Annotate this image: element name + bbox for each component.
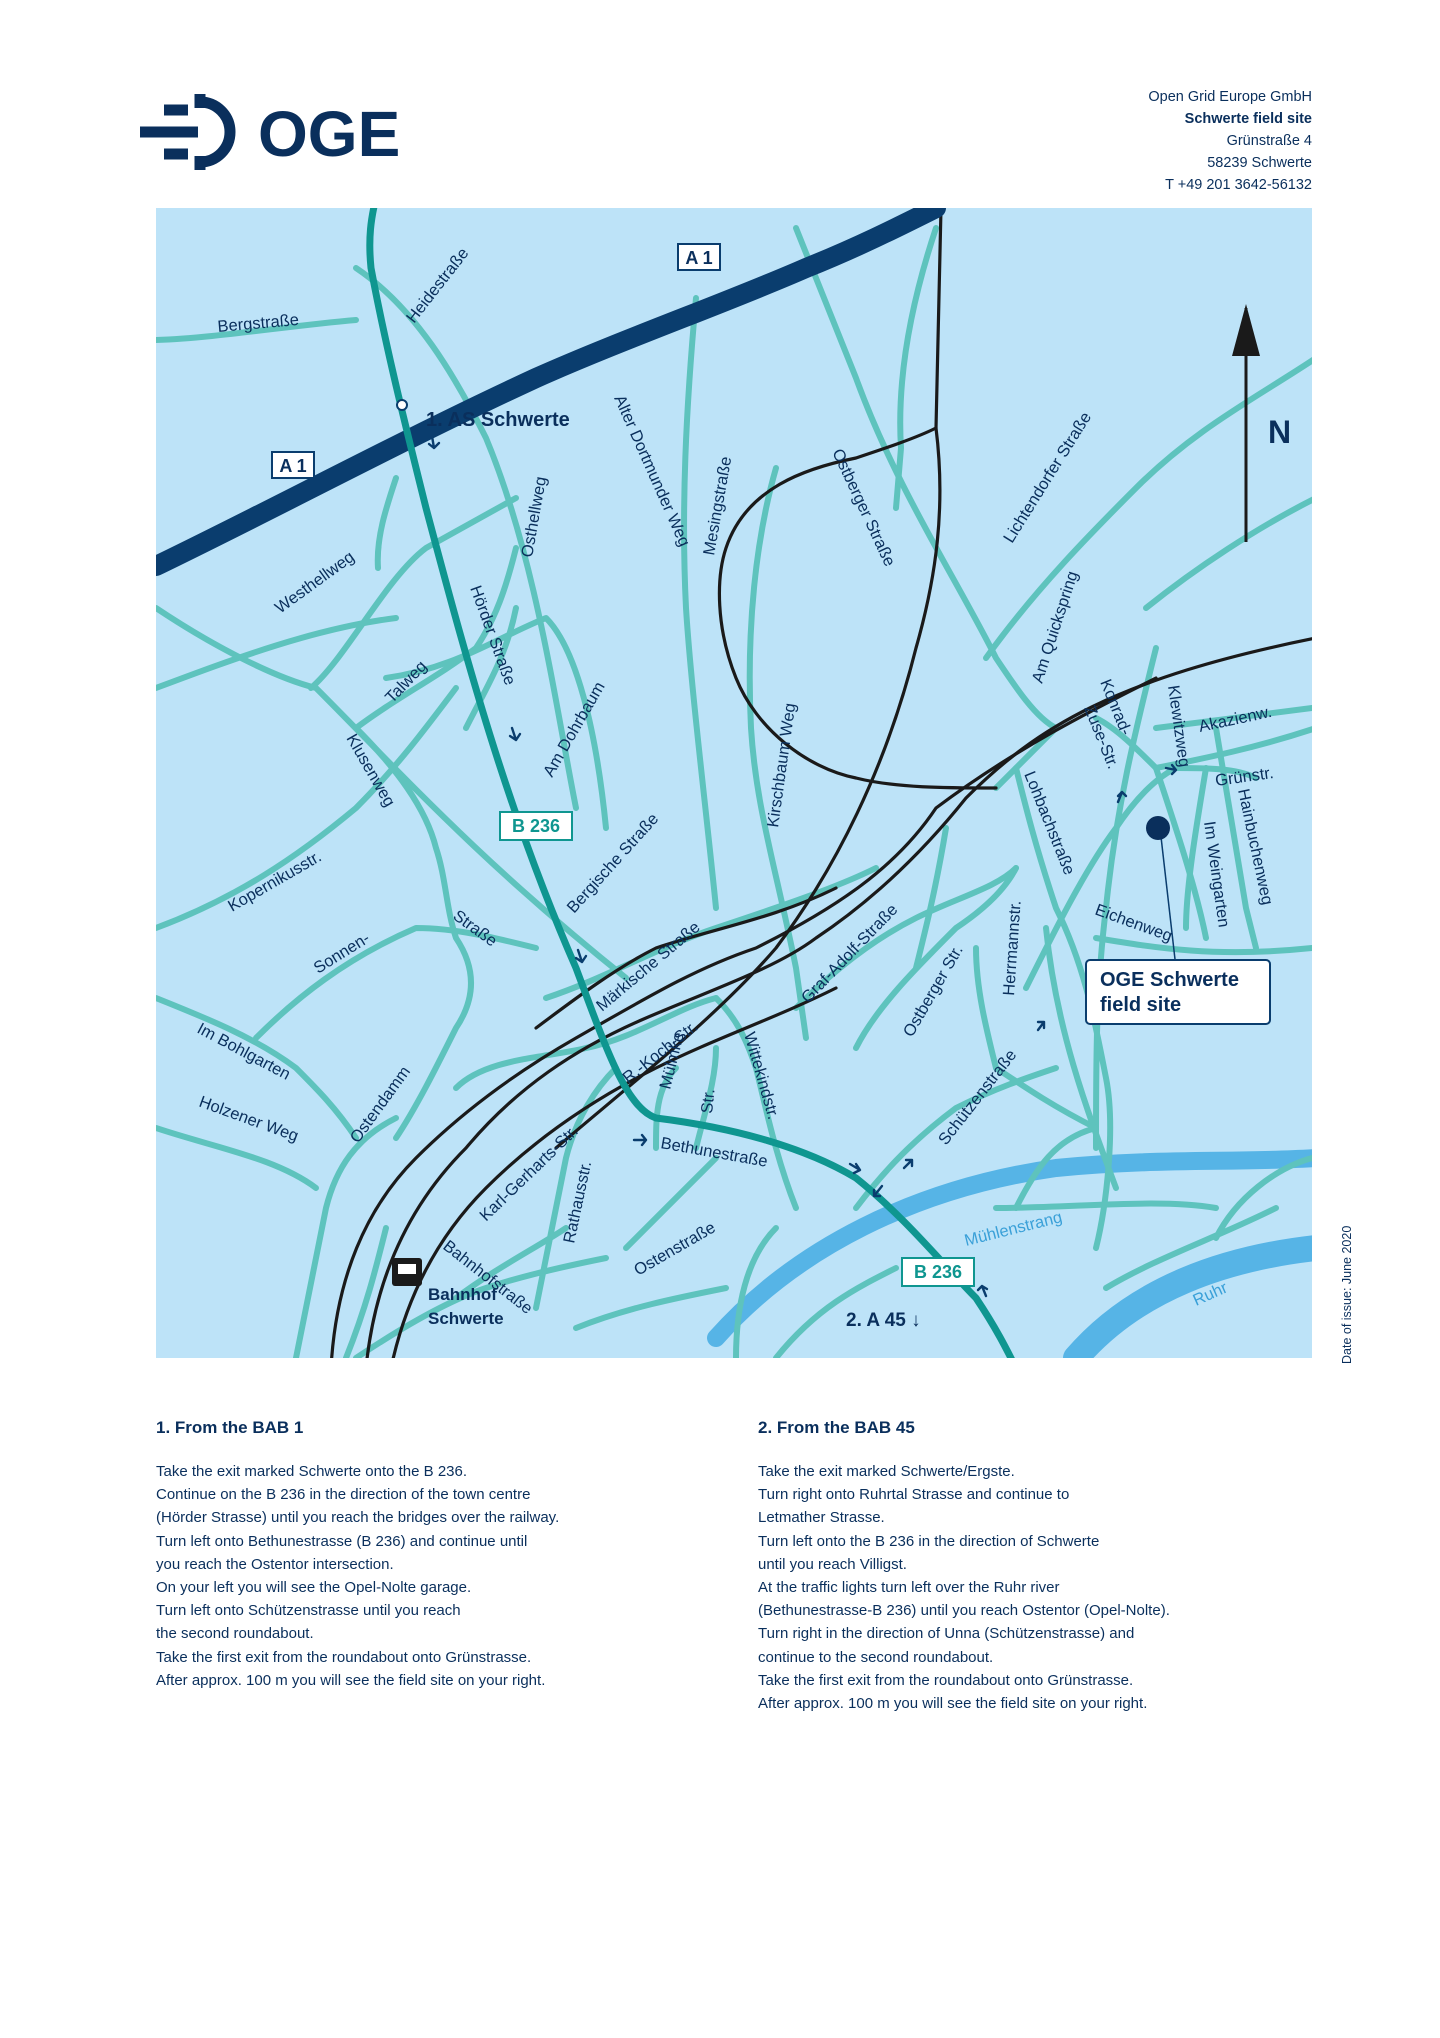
river-ruhr (1063, 1235, 1312, 1358)
arrow-icon (848, 1162, 862, 1175)
svg-text:B 236: B 236 (512, 816, 560, 836)
date-of-issue: Date of issue: June 2020 (1340, 1225, 1354, 1364)
north-arrow-icon (1232, 304, 1260, 542)
section-text: Take the exit marked Schwerte onto the B… (156, 1460, 716, 1692)
map-land (156, 208, 1312, 1358)
direction-line: Take the exit marked Schwerte/Ergste. (758, 1463, 1015, 1480)
direction-line: After approx. 100 m you will see the fie… (758, 1695, 1148, 1713)
route-arrows (427, 434, 1178, 1298)
svg-text:field site: field site (1100, 994, 1181, 1016)
direction-line: continue to the second roundabout. (758, 1648, 994, 1666)
direction-line: the second roundabout. (156, 1625, 314, 1643)
arrow-icon (1164, 763, 1178, 776)
site-name: Schwerte field site (1184, 111, 1312, 127)
direction-line: On your left you will see the Opel-Nolte… (156, 1579, 472, 1597)
company-name: Open Grid Europe GmbH (1148, 89, 1312, 105)
direction-line: Continue on the B 236 in the direction o… (156, 1486, 531, 1504)
train-station-icon (392, 1258, 422, 1286)
river-muehlenstrang (707, 1149, 1312, 1347)
direction-line: Turn right in the direction of Unna (Sch… (758, 1625, 1135, 1643)
svg-text:A 1: A 1 (685, 248, 712, 268)
highway-a1 (156, 208, 946, 576)
direction-line: Letmather Strasse. (758, 1509, 885, 1527)
railways (330, 208, 1312, 1358)
phone-number: T +49 201 3642-56132 (1165, 177, 1312, 193)
shield-a1-top: A 1 (677, 243, 721, 271)
oge-logo-mark-icon (140, 94, 236, 170)
route-b236 (366, 208, 1015, 1358)
direction-line: Take the first exit from the roundabout … (156, 1648, 532, 1666)
direction-line: Take the first exit from the roundabout … (758, 1671, 1134, 1689)
streets (156, 225, 1312, 1358)
direction-line: Take the exit marked Schwerte onto the B… (156, 1463, 468, 1480)
station-label-2: Schwerte (428, 1309, 504, 1328)
shield-a1-left: A 1 (271, 451, 315, 479)
street-address: Grünstraße 4 (1226, 133, 1312, 149)
arrow-icon (574, 948, 588, 964)
arrow-icon (902, 1158, 914, 1170)
arrow-icon (427, 434, 441, 450)
station-label-1: Bahnhof (428, 1285, 497, 1304)
junction-as-schwerte (396, 399, 408, 411)
section-text: Take the exit marked Schwerte/Ergste. Tur… (758, 1460, 1318, 1715)
svg-text:B 236: B 236 (914, 1262, 962, 1282)
direction-line: until you reach Villigst. (758, 1555, 907, 1573)
as-schwerte-label: 1. AS Schwerte (426, 409, 570, 431)
arrow-icon (508, 726, 522, 742)
direction-line: Turn left onto the B 236 in the directio… (758, 1532, 1100, 1550)
arrow-icon (632, 1133, 648, 1147)
arrow-icon (1116, 790, 1128, 804)
arrow-icon (976, 1284, 989, 1298)
site-label-box: OGE Schwerte field site (1085, 959, 1271, 1025)
shield-b236-mid: B 236 (499, 811, 573, 841)
direction-line: (Hörder Strasse) until you reach the bri… (156, 1509, 560, 1527)
a45-label: 2. A 45 ↓ (846, 1310, 921, 1331)
city-address: 58239 Schwerte (1207, 155, 1312, 171)
arrow-icon (1036, 1020, 1046, 1032)
direction-line: (Bethunestrasse-B 236) until you reach O… (758, 1602, 1170, 1620)
svg-text:OGE Schwerte: OGE Schwerte (1100, 969, 1239, 991)
svg-text:A 1: A 1 (279, 456, 306, 476)
direction-line: Turn left onto Bethunestrasse (B 236) an… (156, 1532, 528, 1550)
direction-line: Turn left onto Schützenstrasse until you… (156, 1602, 461, 1620)
direction-line: After approx. 100 m you will see the fie… (156, 1671, 546, 1689)
site-marker-icon (1146, 816, 1177, 969)
rivers (707, 1149, 1312, 1358)
oge-logo-text: OGE (258, 98, 400, 170)
direction-line: you reach the Ostentor intersection. (156, 1555, 394, 1573)
section-title: 2. From the BAB 45 (758, 1418, 915, 1437)
direction-line: At the traffic lights turn left over the… (758, 1579, 1060, 1597)
direction-line: Turn right onto Ruhrtal Strasse and cont… (758, 1486, 1070, 1504)
arrow-icon (872, 1184, 884, 1198)
oge-logo: OGE (140, 86, 440, 178)
section-title: 1. From the BAB 1 (156, 1418, 304, 1437)
directions-bab1: 1. From the BAB 1 Take the exit marked S… (156, 1418, 716, 1692)
street-label: Str. (698, 1088, 718, 1115)
shield-b236-bottom: B 236 (901, 1257, 975, 1287)
address-block: Open Grid Europe GmbH Schwerte field sit… (1148, 86, 1312, 196)
directions-bab45: 2. From the BAB 45 Take the exit marked … (758, 1418, 1318, 1715)
location-map: N A 1 A 1 B 236 B 236 1. AS Schwerte 2. … (156, 208, 1312, 1358)
north-label: N (1268, 414, 1291, 450)
